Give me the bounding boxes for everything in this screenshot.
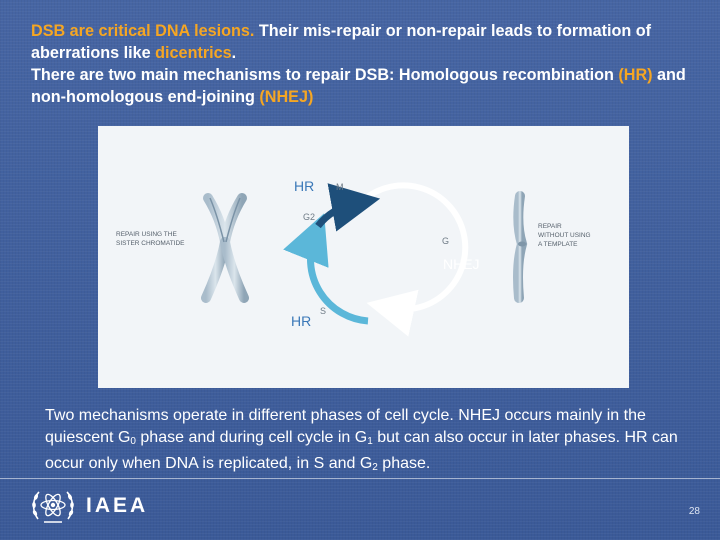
iaea-logo: IAEA <box>30 484 148 528</box>
right-caption-line: A TEMPLATE <box>538 241 578 248</box>
left-repair-caption: REPAIR USING THE SISTER CHROMATIDE <box>116 230 185 248</box>
left-caption-line: SISTER CHROMATIDE <box>116 240 185 247</box>
right-repair-caption: REPAIR WITHOUT USING A TEMPLATE <box>538 222 591 249</box>
right-caption-line: WITHOUT USING <box>538 232 591 239</box>
sister-chromatid-chromosome-icon <box>201 193 249 303</box>
cell-cycle-ring <box>283 182 469 337</box>
caption-subscript: 2 <box>372 462 378 473</box>
intro-text-part: . <box>231 44 237 62</box>
caption-text: Two mechanisms operate in different phas… <box>45 407 646 446</box>
intro-text-part: and non-homologous end-joining <box>31 66 686 106</box>
phase-m-label: M <box>336 182 344 192</box>
intro-highlight-dicentrics: dicentrics <box>155 44 232 62</box>
logo-text: IAEA <box>86 494 149 517</box>
page-number: 28 <box>688 506 700 517</box>
phase-g2-label: G2 <box>303 212 316 222</box>
phase-s-label: S <box>320 306 327 316</box>
intro-highlight-dsb: DSB are critical DNA lesions. <box>31 22 255 40</box>
caption-text: phase and during cell cycle in G <box>135 429 368 446</box>
footer-divider <box>0 478 720 479</box>
left-caption-line: REPAIR USING THE <box>116 231 177 238</box>
single-chromosome-icon <box>513 191 528 303</box>
intro-highlight-hr: (HR) <box>618 66 653 84</box>
intro-text-part: Their mis-repair or non-repair leads to … <box>31 22 652 62</box>
cell-cycle-diagram <box>201 182 528 337</box>
intro-text: DSB are critical DNA lesions. Their mis-… <box>31 20 701 108</box>
intro-highlight-nhej: (NHEJ) <box>259 88 314 106</box>
caption-subscript: 0 <box>130 436 136 447</box>
figure-caption: Two mechanisms operate in different phas… <box>45 405 695 479</box>
hr-label-top: HR <box>294 178 315 194</box>
caption-subscript: 1 <box>367 436 373 447</box>
hr-label-bottom: HR <box>291 313 312 329</box>
caption-text: phase. <box>377 455 431 472</box>
caption-text: but can also occur in later phases. HR c… <box>45 429 678 472</box>
nhej-label: NHEJ <box>443 256 480 272</box>
atom-laurel-icon <box>32 491 74 523</box>
intro-text-part: There are two main mechanisms to repair … <box>31 66 619 84</box>
right-caption-line: REPAIR <box>538 223 562 230</box>
phase-g1-label: G <box>442 236 450 246</box>
dna-repair-figure: REPAIR USING THE SISTER CHROMATIDE REPAI… <box>98 126 629 388</box>
